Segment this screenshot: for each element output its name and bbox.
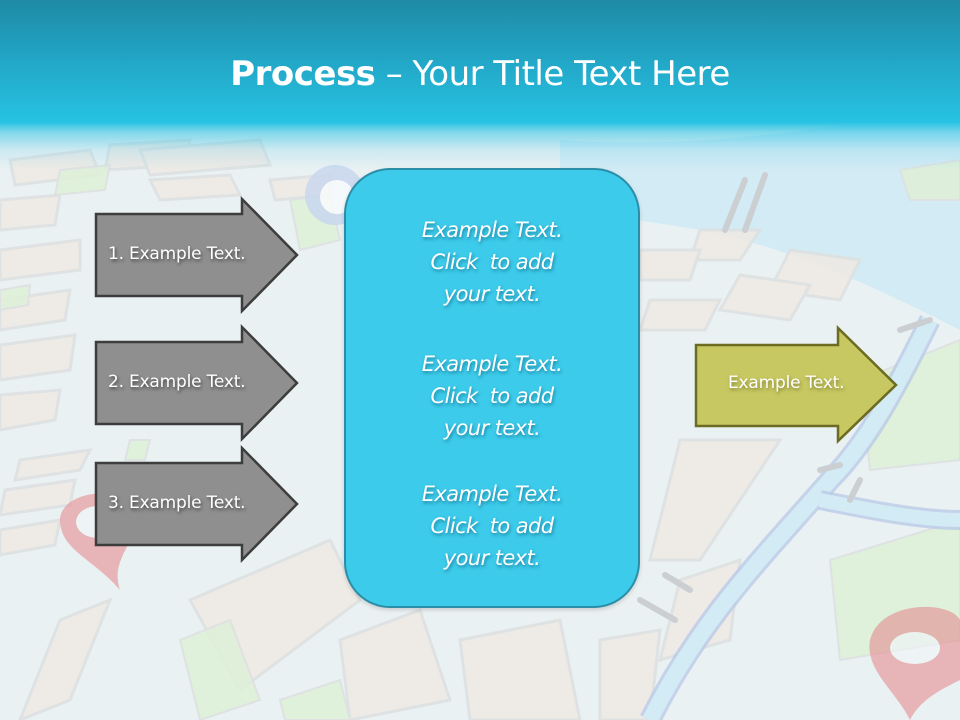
block-1-line-1: Example Text. (421, 218, 563, 242)
right-arrow-shape-icon (94, 444, 299, 564)
header-band (0, 0, 960, 170)
center-text-block-1[interactable]: Example Text. Click to add your text. (346, 214, 638, 310)
right-arrow-shape-icon (94, 323, 299, 443)
result-arrow[interactable]: Example Text. (694, 325, 898, 444)
block-1-line-2: Click to add (430, 250, 554, 274)
title-bold-part: Process (230, 54, 376, 94)
block-3-line-2: Click to add (430, 514, 554, 538)
center-text-block-3[interactable]: Example Text. Click to add your text. (346, 478, 638, 574)
center-text-block-2[interactable]: Example Text. Click to add your text. (346, 348, 638, 444)
step-2-label: 2. Example Text. (108, 372, 246, 392)
process-step-arrow-3[interactable]: 3. Example Text. (94, 444, 299, 564)
title-rest: – Your Title Text Here (375, 54, 731, 94)
block-1-line-3: your text. (443, 282, 541, 306)
right-arrow-shape-icon (694, 325, 898, 444)
center-process-box[interactable]: Example Text. Click to add your text. Ex… (344, 168, 640, 608)
block-3-line-3: your text. (443, 546, 541, 570)
process-step-arrow-2[interactable]: 2. Example Text. (94, 323, 299, 443)
result-label: Example Text. (728, 373, 845, 393)
block-2-line-1: Example Text. (421, 352, 563, 376)
step-3-label: 3. Example Text. (108, 493, 246, 513)
block-3-line-1: Example Text. (421, 482, 563, 506)
process-step-arrow-1[interactable]: 1. Example Text. (94, 195, 299, 315)
slide-title[interactable]: Process – Your Title Text Here (0, 52, 960, 96)
right-arrow-shape-icon (94, 195, 299, 315)
block-2-line-2: Click to add (430, 384, 554, 408)
step-1-label: 1. Example Text. (108, 244, 246, 264)
block-2-line-3: your text. (443, 416, 541, 440)
